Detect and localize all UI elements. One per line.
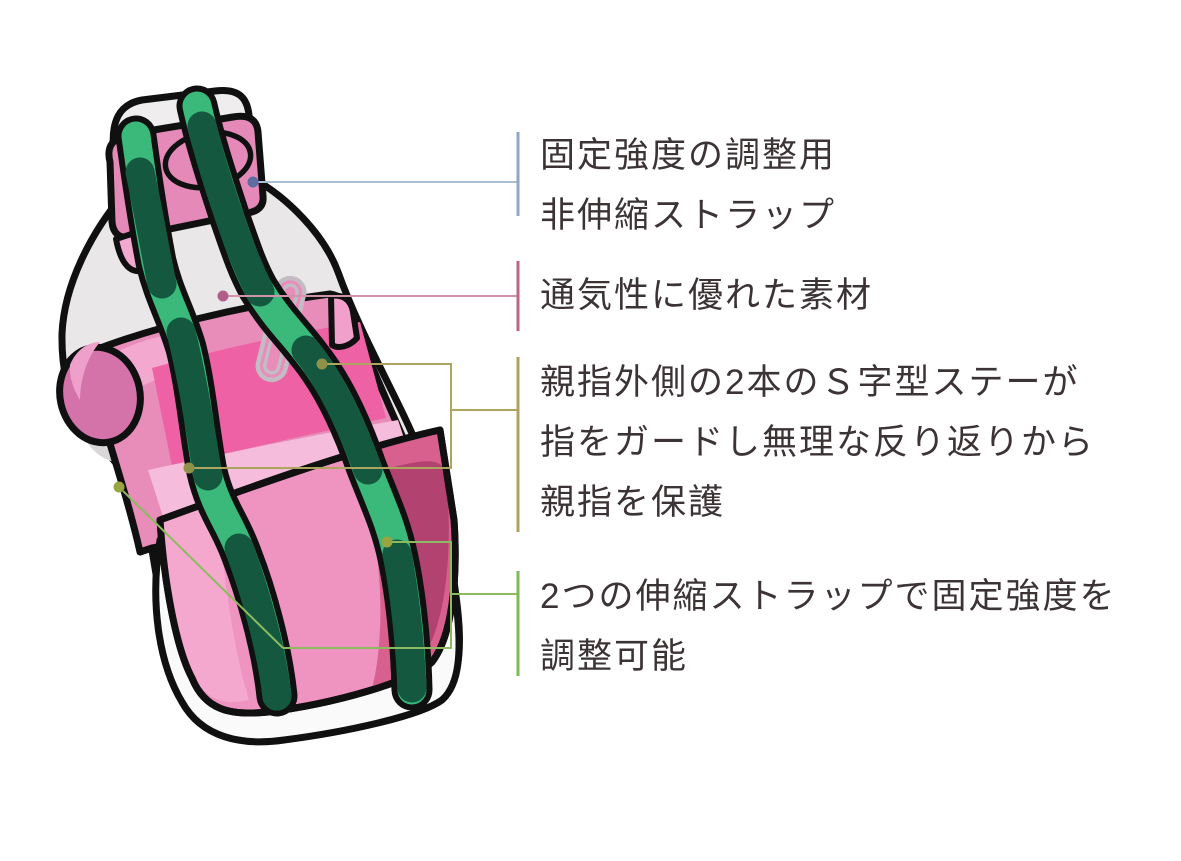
annotation-text-line: 固定強度の調整用 — [540, 136, 837, 175]
annotation-non-stretch-strap: 固定強度の調整用 非伸縮ストラップ — [540, 126, 836, 246]
annotation-elastic-straps: 2つの伸縮ストラップで固定強度を 調整可能 — [540, 567, 1116, 687]
left-strap-teal-top — [125, 157, 177, 299]
annotation-text-line: 指をガードし無理な反り返りから — [540, 423, 1096, 462]
left-strap — [115, 115, 298, 717]
leader-breathable-material — [217, 261, 520, 331]
leader-non-stretch-strap — [247, 132, 520, 216]
annotation-text-line: 通気性に優れた素材 — [540, 276, 874, 315]
leader-dot-elastic-strap-left — [113, 481, 125, 493]
annotation-text-line: 2つの伸縮ストラップで固定強度を — [540, 577, 1117, 616]
body-shadow — [77, 398, 138, 464]
leader-dot-elastic-strap-right — [381, 536, 393, 548]
annotation-text-line: 非伸縮ストラップ — [540, 196, 837, 235]
leader-dot-non-stretch-strap — [247, 176, 259, 188]
annotation-text-line: 親指外側の2本のＳ字型ステーが — [540, 363, 1080, 402]
right-strap-teal-mid — [291, 335, 383, 485]
bottom-cuff-left-light — [160, 500, 249, 703]
middle-band-right-tab — [328, 292, 360, 350]
leader-lines — [113, 132, 520, 676]
left-strap-teal-mid — [166, 317, 223, 491]
right-strap-teal-bottom — [382, 539, 427, 703]
brace-illustration — [56, 85, 463, 746]
annotation-s-shaped-stays: 親指外側の2本のＳ字型ステーが 指をガードし無理な反り返りから 親指を保護 — [540, 353, 1095, 533]
thumb-cap-highlight — [69, 342, 100, 400]
annotation-breathable-material: 通気性に優れた素材 — [540, 266, 873, 326]
leader-s-shaped-stays — [183, 357, 520, 532]
leader-dot-s-stay-lower — [183, 462, 195, 474]
leader-elastic-straps — [113, 481, 520, 676]
right-strap — [176, 85, 433, 711]
leader-dot-s-stay-upper — [316, 358, 328, 370]
annotation-text-line: 調整可能 — [540, 637, 689, 676]
right-strap-teal-top — [187, 111, 275, 307]
left-strap-teal-bottom — [224, 533, 292, 711]
annotation-text-line: 親指を保護 — [540, 483, 726, 522]
leader-dot-breathable-material — [217, 290, 229, 302]
